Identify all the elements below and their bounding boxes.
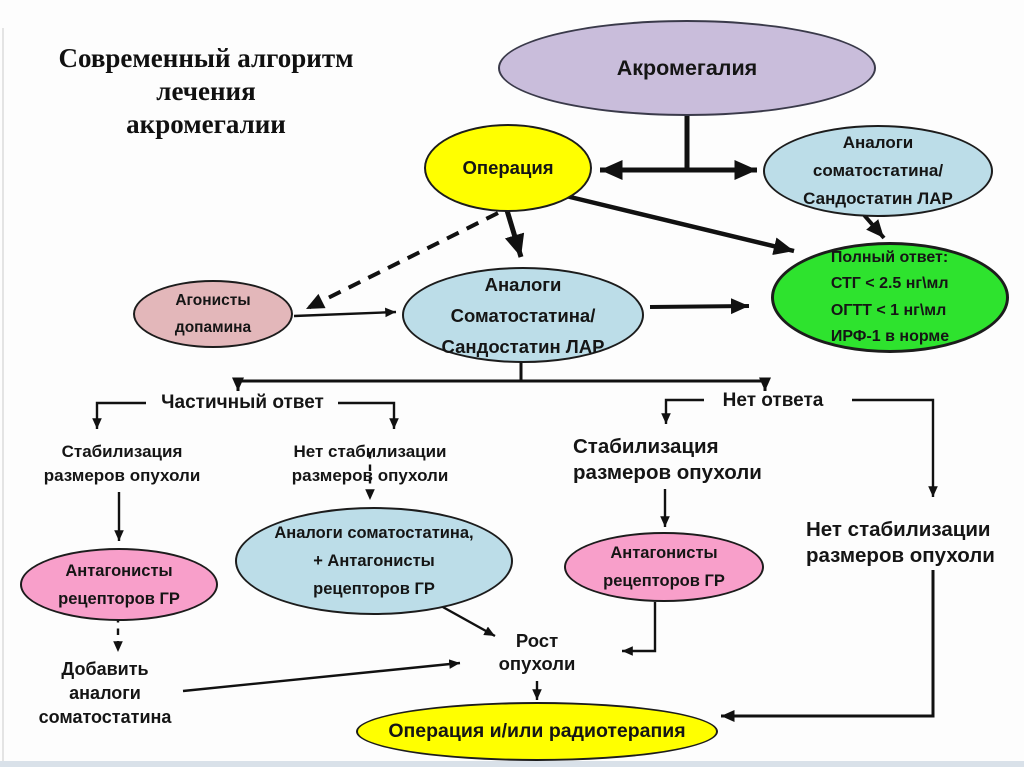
node-ghr-antagonists-left: Антагонисты рецепторов ГР: [20, 548, 218, 621]
node-ssa-sandostatin-center: Аналоги Соматостатина/ Сандостатин ЛАР: [402, 267, 644, 363]
label-stabilization-right: Стабилизация размеров опухоли: [573, 435, 762, 484]
arrow-ssa-center-to-full-response: [649, 298, 750, 315]
node-ssa-center-label: Аналоги Соматостатина/ Сандостатин ЛАР: [441, 273, 605, 357]
arrow-antag-right-to-growth: [622, 602, 657, 656]
node-acromegaly: Акромегалия: [498, 20, 876, 116]
node-surgery-label: Операция: [462, 157, 554, 178]
arrow-ssa-top-to-full-response: [862, 213, 886, 240]
label-partial-response: Частичный ответ: [161, 392, 324, 413]
node-ssa-plus-antag-label: Аналоги соматостатина, + Антагонисты рец…: [274, 524, 474, 598]
label-tumor-growth: Рост опухоли: [498, 630, 576, 674]
label-stabilization-left: Стабилизация размеров опухоли: [43, 442, 201, 485]
arrow-noresp-left-bracket: [661, 398, 704, 424]
arrow-partial-left-bracket: [92, 401, 146, 429]
arrow-surgery-to-ssa-center: [503, 206, 525, 258]
node-ghr-antagonists-left-label: Антагонисты рецепторов ГР: [58, 561, 180, 608]
label-add-ssa: Добавить аналоги соматостатина: [38, 659, 172, 727]
node-ssa-plus-ghr-antagonists: Аналоги соматостатина, + Антагонисты рец…: [235, 507, 513, 615]
label-no-stabilization-right: Нет стабилизации размеров опухоли: [806, 518, 995, 567]
node-dopamine-agonists: Агонисты допамина: [133, 280, 293, 348]
arrow-noresp-right-bracket: [852, 398, 938, 497]
node-ssa-sandostatin-top: Аналоги соматостатина/ Сандостатин ЛАР: [763, 125, 993, 217]
arrow-surgery-to-full-response: [565, 193, 795, 256]
diagram-title: Современный алгоритм лечения акромегалии: [58, 43, 354, 139]
node-dopamine-agonists-label: Агонисты допамина: [174, 292, 252, 336]
label-no-response: Нет ответа: [722, 390, 824, 411]
node-full-response-label: Полный ответ: СТГ < 2.5 нг\мл ОГТТ < 1 н…: [830, 248, 950, 346]
node-ghr-antagonists-right: Антагонисты рецепторов ГР: [564, 532, 764, 602]
arrow-ssa-plus-to-growth: [440, 604, 496, 638]
node-ghr-antagonists-right-label: Антагонисты рецепторов ГР: [603, 544, 725, 590]
node-surgery-radiotherapy: Операция и/или радиотерапия: [356, 702, 718, 761]
node-full-response: Полный ответ: СТГ < 2.5 нг\мл ОГТТ < 1 н…: [771, 242, 1009, 353]
arrow-add-to-growth: [182, 659, 461, 693]
arrow-dopamine-to-ssa-center: [293, 307, 397, 318]
node-acromegaly-label: Акромегалия: [616, 55, 758, 80]
node-surgery-radiotherapy-label: Операция и/или радиотерапия: [388, 720, 686, 742]
arrow-partial-right-bracket: [338, 401, 399, 429]
arrow-surgery-to-dopamine-dashed: [305, 211, 499, 311]
slide-left-edge: [2, 28, 4, 765]
slide-bottom-edge: [0, 761, 1024, 767]
node-ssa-top-label: Аналоги соматостатина/ Сандостатин ЛАР: [803, 133, 953, 208]
node-surgery: Операция: [424, 124, 592, 212]
arrow-nostab-right-to-surgery-radio: [721, 570, 935, 722]
label-no-stabilization-mid: Нет стабилизации размеров опухоли: [291, 442, 449, 485]
